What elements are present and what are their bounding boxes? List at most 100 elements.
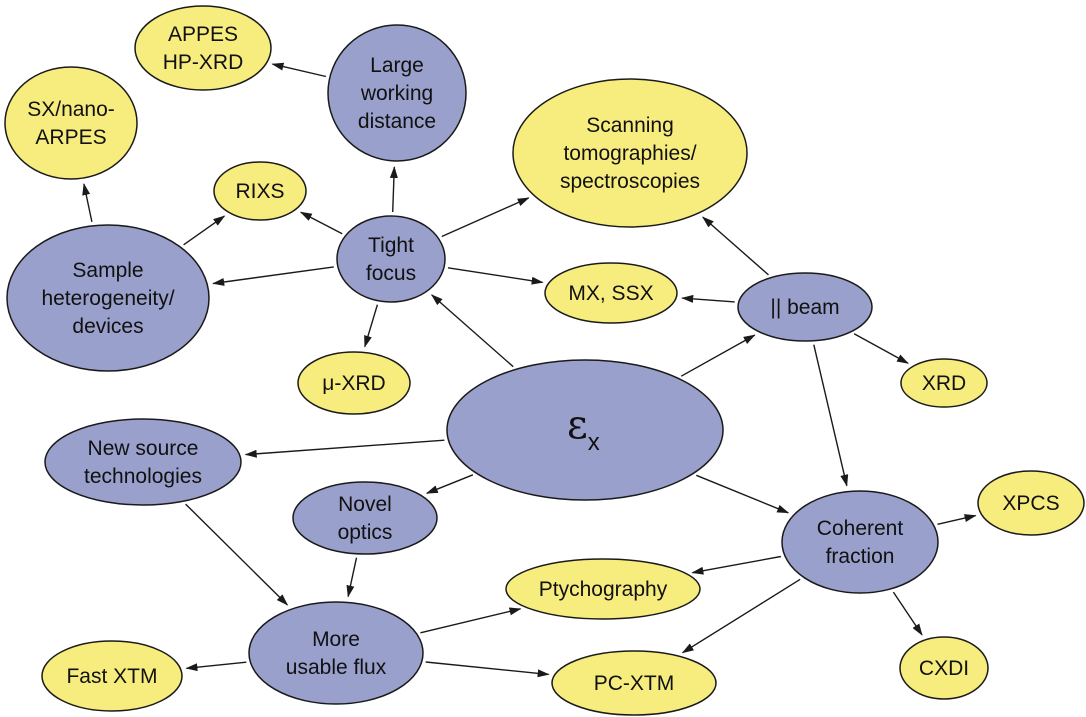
arrow-emittance-to-novel-optics [425, 474, 474, 494]
node-mx-ssx: MX, SSX [544, 262, 678, 324]
node-sample-heterogeneity-label-line-1: Sample [72, 259, 143, 282]
arrow-tight-focus-to-micro-xrd [364, 304, 379, 348]
node-micro-xrd-ellipse [297, 351, 411, 415]
node-rixs-label-line-1: RIXS [235, 180, 284, 203]
node-cxdi-ellipse [899, 636, 989, 700]
arrow-more-usable-flux-to-ptychography [420, 607, 522, 634]
node-xpcs-label-line-1: XPCS [1002, 492, 1059, 515]
node-more-usable-flux-label-line-2: usable flux [286, 656, 387, 679]
node-coherent-fraction: Coherent fraction [781, 490, 939, 594]
node-cxdi: CXDI [899, 636, 989, 700]
arrow-parallel-beam-to-scanning-tomographies [702, 216, 769, 276]
node-parallel-beam: || beam [737, 272, 873, 342]
node-coherent-fraction-label-line-1: Coherent [817, 517, 904, 540]
node-xpcs-ellipse [977, 470, 1085, 536]
node-pc-xtm-label-line-1: PC-XTM [594, 672, 675, 695]
arrow-coherent-fraction-to-cxdi [892, 591, 923, 636]
arrow-emittance-to-coherent-fraction [696, 474, 790, 514]
node-xrd-label-line-1: XRD [922, 372, 966, 395]
node-novel-optics-label-line-1: Novel [338, 493, 392, 516]
node-appes-hpxrd-label-line-2: HP-XRD [163, 51, 244, 74]
node-tight-focus-label-line-2: focus [366, 262, 416, 285]
edges-layer [82, 62, 977, 678]
node-novel-optics: Novel optics [292, 481, 438, 555]
node-sx-nano-arpes-label-line-2: ARPES [35, 126, 106, 149]
node-new-source-technologies: New source technologies [44, 418, 242, 506]
node-pc-xtm: PC-XTM [551, 650, 717, 716]
node-fast-xtm-label-line-1: Fast XTM [66, 665, 157, 688]
arrow-emittance-to-parallel-beam [680, 334, 756, 377]
node-micro-xrd-label-line-1: μ-XRD [322, 372, 385, 395]
node-xpcs: XPCS [977, 470, 1085, 536]
arrow-parallel-beam-to-coherent-fraction [813, 344, 849, 487]
node-appes-hpxrd: APPES HP-XRD [134, 5, 272, 91]
node-pc-xtm-ellipse [551, 650, 717, 716]
node-new-source-technologies-label-line-1: New source [88, 437, 199, 460]
arrow-sample-heterogeneity-to-rixs [183, 215, 226, 246]
node-parallel-beam-label-line-1: || beam [770, 296, 839, 319]
arrow-coherent-fraction-to-ptychography [691, 555, 782, 575]
node-emittance-label: εx [567, 402, 600, 456]
node-more-usable-flux-ellipse [248, 601, 424, 705]
node-ptychography: Ptychography [505, 558, 701, 620]
node-scanning-tomographies-ellipse [512, 78, 748, 228]
node-mx-ssx-ellipse [544, 262, 678, 324]
node-ptychography-label-line-1: Ptychography [539, 578, 668, 601]
node-parallel-beam-ellipse [737, 272, 873, 342]
node-ptychography-ellipse [505, 558, 701, 620]
node-fast-xtm: Fast XTM [41, 640, 183, 712]
arrow-sample-heterogeneity-to-sx-nano-arpes [82, 183, 93, 223]
node-rixs-ellipse [213, 161, 307, 221]
node-large-working-distance-ellipse [327, 24, 467, 162]
node-large-working-distance: Large working distance [327, 24, 467, 162]
node-sample-heterogeneity-ellipse [6, 224, 210, 372]
arrow-emittance-to-tight-focus [430, 294, 514, 368]
node-mx-ssx-label-line-1: MX, SSX [568, 282, 653, 305]
arrow-more-usable-flux-to-fast-xtm [185, 661, 247, 672]
arrow-emittance-to-new-source-technologies [244, 439, 445, 458]
node-sample-heterogeneity: Sample heterogeneity/devices [6, 224, 210, 372]
node-tight-focus-ellipse [336, 215, 446, 303]
node-sx-nano-arpes: SX/nano- ARPES [4, 66, 138, 180]
arrow-tight-focus-to-large-working-distance [389, 166, 398, 213]
node-xrd-ellipse [900, 358, 988, 408]
node-new-source-technologies-label-line-2: technologies [84, 465, 202, 488]
arrow-tight-focus-to-mx-ssx [447, 267, 544, 285]
node-sx-nano-arpes-label-line-1: SX/nano- [27, 98, 115, 121]
emittance-subscript: x [588, 429, 600, 456]
arrow-coherent-fraction-to-pc-xtm [681, 578, 801, 654]
node-coherent-fraction-ellipse [781, 490, 939, 594]
node-fast-xtm-ellipse [41, 640, 183, 712]
node-large-working-distance-label-line-2: working [360, 82, 433, 105]
arrow-parallel-beam-to-mx-ssx [681, 294, 735, 303]
node-more-usable-flux-label-line-1: More [312, 628, 360, 651]
node-new-source-technologies-ellipse [44, 418, 242, 506]
arrow-tight-focus-to-sample-heterogeneity [212, 266, 334, 286]
arrow-coherent-fraction-to-xpcs [937, 514, 977, 525]
arrow-parallel-beam-to-xrd [853, 333, 909, 364]
node-novel-optics-label-line-2: optics [338, 521, 393, 544]
node-appes-hpxrd-label-line-1: APPES [168, 23, 238, 46]
node-rixs: RIXS [213, 161, 307, 221]
node-sample-heterogeneity-label-line-2: heterogeneity/ [41, 287, 174, 310]
node-micro-xrd: μ-XRD [297, 351, 411, 415]
node-large-working-distance-label-line-1: Large [370, 54, 424, 77]
arrow-new-source-technologies-to-more-usable-flux [185, 503, 289, 606]
emittance-symbol: ε [567, 402, 588, 448]
node-appes-hpxrd-ellipse [134, 5, 272, 91]
node-cxdi-label-line-1: CXDI [919, 657, 969, 680]
node-scanning-tomographies-label-line-1: Scanning [586, 114, 674, 137]
node-large-working-distance-label-line-3: distance [358, 110, 436, 133]
node-coherent-fraction-label-line-2: fraction [826, 545, 895, 568]
node-sample-heterogeneity-label-line-3: devices [72, 315, 143, 338]
arrow-tight-focus-to-rixs [299, 211, 343, 235]
node-emittance-ellipse [446, 359, 724, 501]
node-scanning-tomographies-label-line-2: tomographies/ [563, 142, 696, 165]
node-tight-focus-label-line-1: Tight [368, 234, 414, 257]
arrow-novel-optics-to-more-usable-flux [346, 557, 358, 598]
node-novel-optics-ellipse [292, 481, 438, 555]
